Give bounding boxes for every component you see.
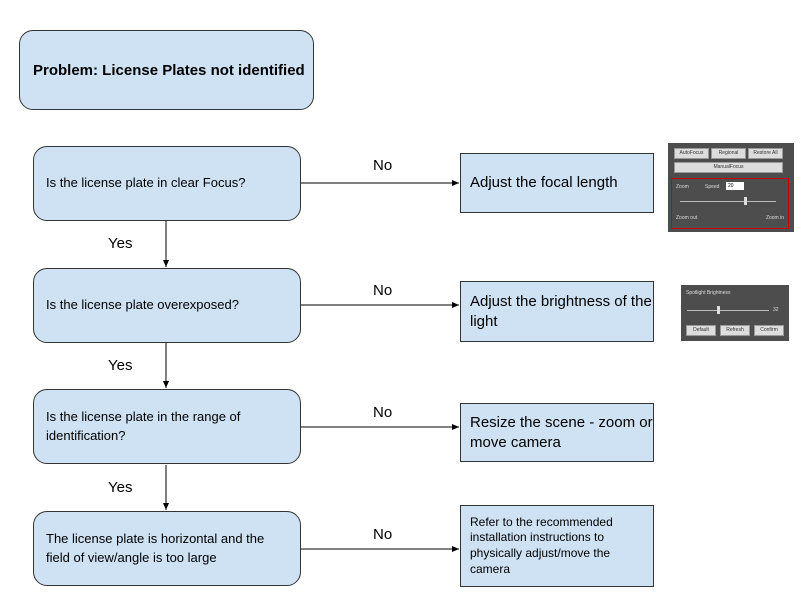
action-brightness: Adjust the brightness of the light [460,281,654,342]
problem-box: Problem: License Plates not identified [19,30,314,110]
restore-all-button: Restore All [748,148,783,159]
zoom-highlight: Zoom Speed 20 Zoom out Zoom in [671,178,789,229]
brightness-value: 32 [773,307,779,313]
no-label: No [373,282,393,299]
confirm-button: Confirm [754,325,784,336]
yes-label: Yes [108,479,133,496]
zoom-slider [680,201,776,202]
zoom-in-label: Zoom in [765,215,784,221]
no-label: No [373,404,393,421]
yes-label: Yes [108,357,133,374]
autofocus-button: AutoFocus [674,148,709,159]
decision-exposure: Is the license plate overexposed? [33,268,301,343]
default-button: Default [686,325,716,336]
brightness-slider-thumb [717,306,720,314]
question-text: Is the license plate overexposed? [46,297,239,313]
no-label: No [373,157,393,174]
action-text: Refer to the recommended installation in… [470,514,613,576]
zoom-slider-thumb [744,197,747,205]
zoom-label: Zoom [676,184,689,190]
focus-panel-screenshot: AutoFocus Regional Restore All ManualFoc… [668,143,794,232]
problem-text: Problem: License Plates not identified [33,61,305,79]
action-text: Resize the scene - zoom or move camera [470,414,653,451]
question-text: Is the license plate in the range of ide… [46,409,241,443]
refresh-button: Refresh [720,325,750,336]
brightness-slider [687,310,769,311]
decision-range: Is the license plate in the range of ide… [33,389,301,464]
action-focal: Adjust the focal length [460,153,654,213]
yes-label: Yes [108,235,133,252]
action-install: Refer to the recommended installation in… [460,505,654,587]
decision-focus: Is the license plate in clear Focus? [33,146,301,221]
zoom-out-label: Zoom out [676,215,698,221]
action-text: Adjust the focal length [470,174,618,192]
speed-label: Speed [705,184,720,190]
regional-button: Regional [711,148,746,159]
question-text: Is the license plate in clear Focus? [46,175,246,191]
question-text: The license plate is horizontal and the … [46,531,265,565]
no-label: No [373,526,393,543]
brightness-panel-screenshot: Spotlight Brightness 32 Default Refresh … [681,285,789,341]
manual-focus-select: ManualFocus [674,162,783,173]
speed-select: 20 [726,182,744,190]
brightness-title: Spotlight Brightness [686,290,731,296]
action-resize: Resize the scene - zoom or move camera [460,403,654,462]
decision-angle: The license plate is horizontal and the … [33,511,301,586]
action-text: Adjust the brightness of the light [470,293,652,330]
